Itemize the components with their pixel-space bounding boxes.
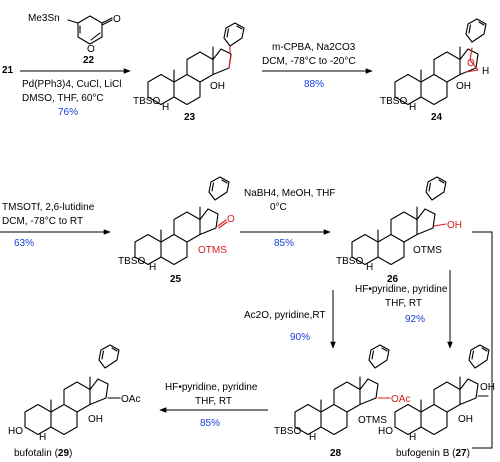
oh-label: OH	[480, 382, 495, 393]
compound-24-label: 24	[431, 112, 443, 123]
h-label: H	[409, 102, 416, 113]
step2-conditions-2: DCM, -78°C to -20°C	[262, 56, 356, 67]
oh-label: OH	[458, 414, 473, 425]
step1-conditions-2: DMSO, THF, 60°C	[22, 93, 104, 104]
oh-label: OH	[456, 81, 471, 92]
compound-29-label: 29	[58, 448, 70, 459]
compound-27-structure: OH OH HO H	[378, 344, 495, 443]
ho-label: HO	[378, 426, 393, 437]
step1-yield: 76%	[58, 107, 78, 118]
oh-label: OH	[210, 81, 225, 92]
compound-27-label: 27	[456, 448, 468, 459]
compound-23-label: 23	[184, 112, 196, 123]
otms-label: OTMS	[198, 245, 227, 256]
step2-conditions-1: m-CPBA, Na2CO3	[272, 42, 356, 53]
compound-28-label: 28	[330, 448, 342, 459]
h-label: H	[162, 102, 169, 113]
bufogenin-label: bufogenin B (27)	[396, 448, 470, 459]
tbso-label: TBSO	[336, 256, 363, 267]
oh-label: OH	[447, 220, 462, 231]
otms-label: OTMS	[358, 415, 387, 426]
step6-conditions-2: THF, RT	[385, 298, 422, 309]
compound-23-structure: TBSO OH H	[133, 22, 245, 113]
step4-conditions-1: NaBH4, MeOH, THF	[244, 188, 336, 199]
oh-label: OH	[88, 414, 103, 425]
compound-25-structure: O OTMS TBSO H	[118, 176, 235, 273]
step6-conditions-1: HF•pyridine, pyridine	[355, 284, 448, 295]
ho-label: HO	[8, 426, 23, 437]
bufogenin-name: bufogenin B (	[396, 448, 456, 459]
compound-24-structure: TBSO OH H O H	[380, 18, 489, 113]
step7-conditions-1: HF•pyridine, pyridine	[165, 382, 258, 393]
step2-yield: 88%	[304, 79, 324, 90]
compound-21-label: 21	[2, 65, 14, 76]
step5-conditions-1: Ac2O, pyridine,RT	[244, 310, 326, 321]
connector-line	[472, 231, 493, 449]
tbso-label: TBSO	[380, 96, 407, 107]
step3-conditions-1: TMSOTf, 2,6-lutidine	[2, 202, 95, 213]
h-label: H	[482, 66, 489, 77]
h-label: H	[409, 432, 416, 443]
epoxide-o: O	[467, 58, 475, 69]
compound-22-structure: O O Me3Sn	[28, 13, 121, 55]
compound-22-label: 22	[83, 55, 95, 66]
compound-28-structure: OAc OTMS TBSO H	[274, 344, 410, 443]
step1-conditions-1: Pd(PPh3)4, CuCl, LiCl	[22, 79, 121, 90]
compound-26-structure: OH OTMS TBSO H	[336, 176, 462, 273]
h-label: H	[149, 262, 156, 273]
otms-label: OTMS	[413, 245, 442, 256]
compound-29-structure: OAc OH HO H	[8, 344, 140, 443]
bufotalin-close: )	[69, 448, 72, 459]
ring-o: O	[87, 44, 95, 55]
bufotalin-label: bufotalin (29)	[14, 448, 72, 459]
step4-conditions-2: 0°C	[270, 202, 287, 213]
bufogenin-close: )	[467, 448, 470, 459]
carbonyl-o: O	[113, 14, 121, 25]
step6-yield: 92%	[405, 314, 425, 325]
step4-yield: 85%	[274, 238, 294, 249]
step7-yield: 85%	[200, 418, 220, 429]
step3-conditions-2: DCM, -78°C to RT	[2, 216, 83, 227]
ketone-o: O	[227, 214, 235, 225]
step7-conditions-2: THF, RT	[195, 396, 232, 407]
me3sn-label: Me3Sn	[28, 13, 60, 24]
tbso-label: TBSO	[118, 256, 145, 267]
h-label: H	[39, 432, 46, 443]
bufotalin-name: bufotalin (	[14, 448, 59, 459]
oac-label: OAc	[121, 394, 140, 405]
compound-25-label: 25	[170, 274, 182, 285]
oac-label: OAc	[391, 394, 410, 405]
compound-26-label: 26	[387, 274, 399, 285]
h-label: H	[366, 262, 373, 273]
tbso-label: TBSO	[274, 426, 301, 437]
tbso-label: TBSO	[133, 96, 160, 107]
h-label: H	[309, 432, 316, 443]
step3-yield: 63%	[14, 238, 34, 249]
step5-yield: 90%	[290, 332, 310, 343]
